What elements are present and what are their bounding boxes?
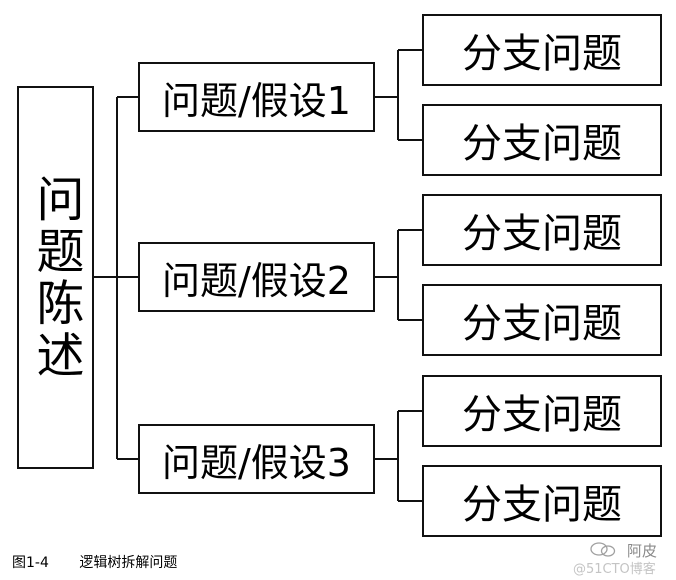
branch-node-label: 问题/假设1: [162, 78, 351, 123]
leaf-node-6: 分支问题: [422, 465, 662, 537]
leaf-node-5: 分支问题: [422, 375, 662, 447]
branch-node-1: 问题/假设1: [138, 62, 375, 132]
root-node-label: 问题陈述: [27, 173, 84, 382]
watermark: 阿皮 @51CTO博客: [567, 538, 667, 577]
leaf-node-4: 分支问题: [422, 284, 662, 356]
leaf-node-label: 分支问题: [462, 301, 622, 347]
branch-node-3: 问题/假设3: [138, 424, 375, 494]
figure-number: 图1-4: [12, 555, 49, 571]
leaf-node-label: 分支问题: [462, 482, 622, 528]
leaf-node-label: 分支问题: [462, 392, 622, 438]
leaf-node-label: 分支问题: [462, 121, 622, 167]
branch-node-label: 问题/假设3: [162, 440, 351, 485]
watermark-name: 阿皮: [627, 542, 658, 560]
branch-node-2: 问题/假设2: [138, 242, 375, 312]
figure-title: 逻辑树拆解问题: [79, 555, 178, 571]
branch-node-label: 问题/假设2: [162, 258, 351, 303]
figure-caption: 图1-4 逻辑树拆解问题: [12, 552, 177, 572]
root-node: 问题陈述: [17, 86, 94, 469]
leaf-node-2: 分支问题: [422, 104, 662, 176]
leaf-node-1: 分支问题: [422, 14, 662, 86]
leaf-node-3: 分支问题: [422, 194, 662, 266]
leaf-node-label: 分支问题: [462, 31, 622, 77]
wechat-logo-icon: [589, 541, 619, 561]
watermark-site: @51CTO博客: [573, 562, 656, 577]
leaf-node-label: 分支问题: [462, 211, 622, 257]
